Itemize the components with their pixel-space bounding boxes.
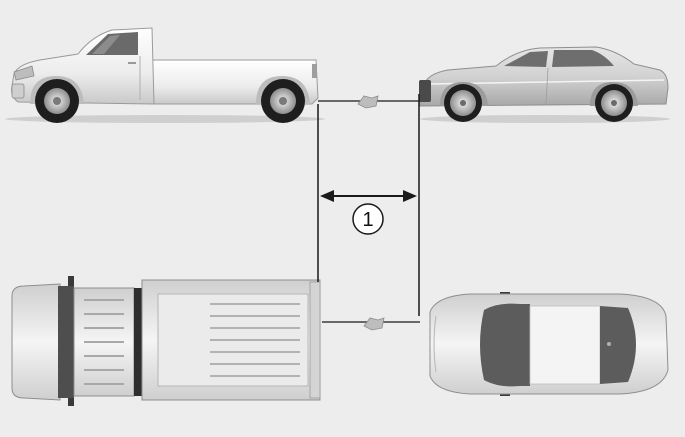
sedan-side-view: [419, 46, 670, 123]
pickup-truck-side-view: [5, 27, 325, 123]
callout-label: 1: [362, 209, 373, 231]
sedan-top-view: [429, 292, 669, 396]
sensor-wave-icon: [363, 317, 385, 331]
arrowhead-right-icon: [403, 190, 417, 202]
callout-number: 1: [352, 203, 384, 235]
arrowhead-left-icon: [320, 190, 334, 202]
top-view-gap-line: [322, 317, 420, 331]
pickup-truck-top-view: [11, 276, 321, 406]
sensor-wave-icon: [357, 95, 379, 109]
distance-dimension-arrow: [317, 94, 420, 316]
sedan-front-wheel: [444, 84, 482, 122]
side-view-gap-line: [318, 95, 419, 109]
truck-front-wheel: [35, 79, 79, 123]
truck-rear-wheel: [261, 79, 305, 123]
sedan-rear-wheel: [595, 84, 633, 122]
